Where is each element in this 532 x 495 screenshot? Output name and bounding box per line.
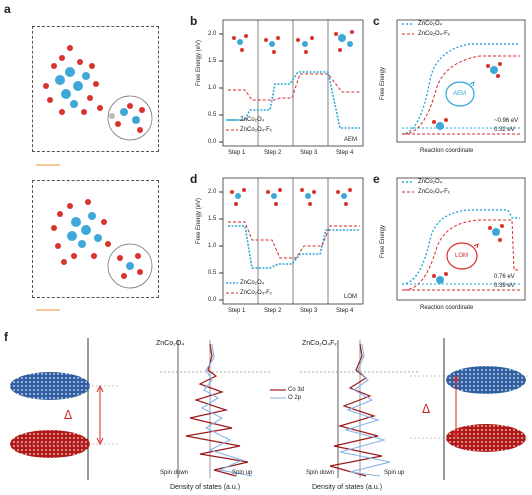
panel-d-ytick-0: 2.0 — [208, 189, 217, 195]
panel-e-xlabel: Reaction coordinate — [420, 305, 474, 311]
panel-e-legend-1: ZnCo₂O₄-Fₓ — [418, 189, 450, 195]
panel-b-tag: AEM — [344, 137, 358, 143]
panel-e-value-0: 0.76 eV — [494, 274, 515, 280]
spin-down-left: Spin down — [160, 470, 189, 476]
delta-left: Δ — [64, 408, 73, 422]
panel-b-xtick-1: Step 1 — [228, 150, 246, 156]
panel-b-ytick-3: 0.5 — [208, 112, 217, 118]
panel-label-e: e — [373, 172, 380, 186]
panel-label-c: c — [373, 14, 380, 28]
panel-c-legend-0: ZnCo₂O₄ — [418, 21, 443, 27]
panel-c-value-1: 0.32 eV — [494, 127, 515, 133]
panel-d-xtick-1: Step 1 — [228, 308, 246, 314]
panel-e-mechanism: LOM — [455, 253, 469, 259]
dos-legend-o: O 2p — [288, 395, 302, 401]
spin-up-left: Spin up — [232, 470, 253, 476]
panel-d-xtick-3: Step 3 — [300, 308, 318, 314]
molecule-cluster-top — [43, 45, 103, 115]
panel-label-d: d — [190, 172, 198, 186]
panel-b-ytick-2: 1.0 — [208, 85, 217, 91]
panel-d-ytick-1: 1.5 — [208, 216, 217, 222]
panel-d-ytick-2: 1.0 — [208, 243, 217, 249]
panel-d-xtick-2: Step 2 — [264, 308, 282, 314]
panel-b-legend-1: ZnCo₂O₄-Fₓ — [240, 127, 272, 133]
zoom-circle-bottom — [107, 243, 153, 289]
panel-label-a: a — [4, 2, 11, 16]
panel-b-ytick-0: 2.0 — [208, 31, 217, 37]
spin-down-right: Spin down — [306, 470, 335, 476]
panel-b-ytick-1: 1.5 — [208, 58, 217, 64]
panel-d-xtick-4: Step 4 — [336, 308, 354, 314]
panel-b-xtick-3: Step 3 — [300, 150, 318, 156]
panel-d-tag: LOM — [344, 294, 358, 300]
panel-c-legend-1: ZnCo₂O₄-Fₓ — [418, 31, 450, 37]
spin-up-right: Spin up — [384, 470, 405, 476]
structure-box-top — [32, 26, 159, 152]
panel-d-legend-0: ZnCo₂O₄ — [240, 280, 265, 286]
dos-title-left: ZnCo₂O₄ — [156, 340, 185, 347]
panel-b-legend-0: ZnCo₂O₄ — [240, 117, 265, 123]
panel-e-value-1: 0.39 eV — [494, 283, 515, 289]
molecule-cluster-bottom — [51, 199, 111, 265]
delta-right: Δ — [422, 402, 431, 416]
panel-b-yticks — [219, 33, 223, 143]
dos-title-right: ZnCo₂O₄Fₓ — [302, 340, 337, 347]
panel-label-f: f — [4, 330, 8, 344]
panel-b-xtick-2: Step 2 — [264, 150, 282, 156]
panel-d-ytick-4: 0.0 — [208, 297, 217, 303]
panel-c-mechanism: AEM — [453, 91, 467, 97]
dos-xlabel-right: Density of states (a.u.) — [312, 484, 383, 491]
panel-d-ytick-3: 0.5 — [208, 270, 217, 276]
panel-e-legend-0: ZnCo₂O₄ — [418, 179, 443, 185]
panel-d-legend-1: ZnCo₂O₄-Fₓ — [240, 290, 272, 296]
panel-c-xlabel: Reaction coordinate — [420, 148, 474, 154]
panel-d-molecules — [230, 188, 352, 206]
panel-b-xtick-4: Step 4 — [336, 150, 354, 156]
dos-xlabel-left: Density of states (a.u.) — [170, 484, 241, 491]
panel-c-value-0: ~0.96 eV — [494, 118, 519, 124]
band-upper-right — [446, 366, 526, 394]
panel-label-b: b — [190, 14, 198, 28]
structure-box-bottom — [32, 180, 159, 298]
panel-b-molecules — [232, 30, 354, 54]
panel-b-ytick-4: 0.0 — [208, 139, 217, 145]
dos-legend-co: Co 3d — [288, 387, 305, 393]
zoom-circle-top — [107, 95, 153, 141]
